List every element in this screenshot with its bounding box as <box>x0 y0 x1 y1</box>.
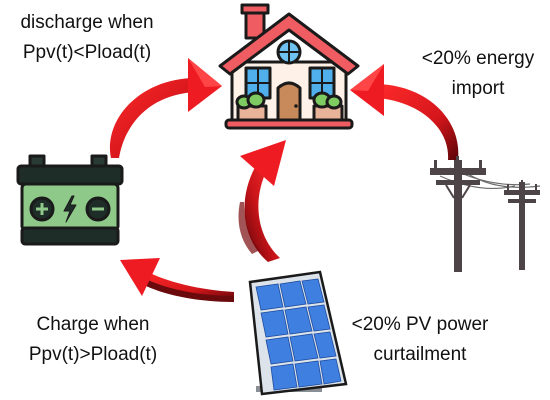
solar-panel-icon <box>248 270 348 396</box>
arrow-battery-to-house <box>109 58 222 158</box>
label-charge-line2: Ppv(t)>Pload(t) <box>28 344 158 365</box>
arrow-solar-to-battery <box>120 258 234 302</box>
label-charge: Charge when Ppv(t)>Pload(t) <box>8 310 178 370</box>
label-energy-import: <20% energy import <box>408 44 548 104</box>
power-pole-icon <box>430 156 541 272</box>
label-energy-import-line1: <20% energy <box>421 48 535 69</box>
label-pv-curtailment-line1: <20% PV power <box>351 314 489 335</box>
label-charge-line1: Charge when <box>36 314 150 335</box>
arrow-grid-to-house <box>350 64 459 160</box>
label-discharge-line1: discharge when <box>20 12 154 33</box>
house-icon <box>218 3 360 130</box>
arrow-solar-to-house <box>238 140 286 262</box>
label-discharge: discharge when Ppv(t)<Pload(t) <box>2 8 172 68</box>
label-discharge-line2: Ppv(t)<Pload(t) <box>22 42 152 63</box>
label-pv-curtailment: <20% PV power curtailment <box>340 310 500 370</box>
label-pv-curtailment-line2: curtailment <box>373 344 467 365</box>
battery-icon <box>16 154 124 246</box>
label-energy-import-line2: import <box>451 78 505 99</box>
